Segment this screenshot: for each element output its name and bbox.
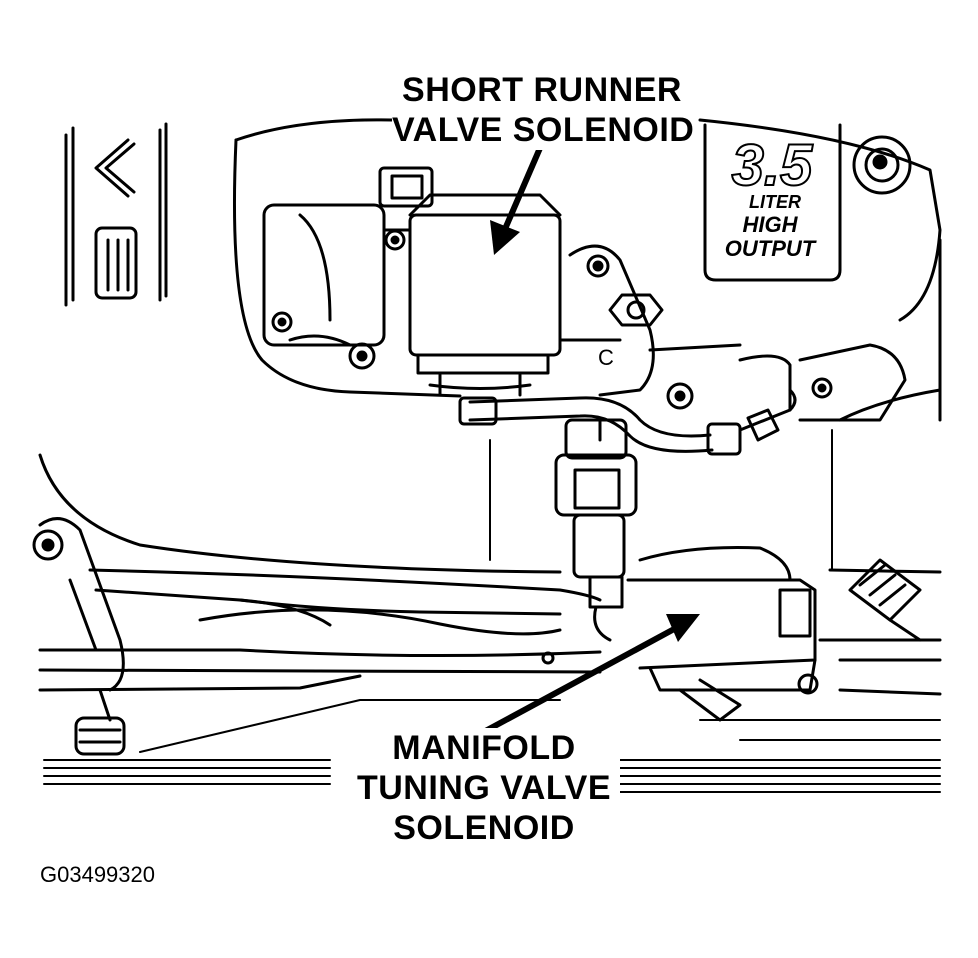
- arrow-pointer-icon: [476, 146, 700, 738]
- engine-badge: [703, 123, 842, 282]
- right-connector: [848, 558, 922, 642]
- svg-text:LITER: LITER: [749, 192, 801, 212]
- round-fitting: [852, 135, 912, 195]
- vacuum-tube: [458, 388, 797, 456]
- figure-id: G03499320: [40, 862, 155, 887]
- callout-line: MANIFOLD: [392, 729, 576, 767]
- svg-text:3.5: 3.5: [732, 133, 813, 198]
- lower-manifold: [38, 453, 942, 696]
- callout-line: VALVE SOLENOID: [392, 111, 695, 149]
- plenum-right-ribs: [648, 343, 907, 422]
- bolt-icon: [32, 229, 833, 695]
- mount-bracket: C: [558, 244, 655, 397]
- short-runner-solenoid-body: [262, 166, 562, 397]
- badge-text: 3.5 LITER HIGH OUTPUT: [725, 132, 817, 261]
- manifold-tuning-callout: MANIFOLD TUNING VALVE SOLENOID: [348, 728, 620, 848]
- base-lines: [43, 699, 941, 793]
- callout-line: SOLENOID: [393, 809, 575, 847]
- svg-text:HIGH: HIGH: [743, 212, 799, 237]
- left-link-arm: [38, 517, 126, 756]
- emblem-strip: [64, 122, 168, 307]
- intake-plenum: [232, 118, 942, 422]
- connector-icon: [554, 418, 638, 642]
- tuning-valve-housing: [626, 546, 817, 722]
- callout-line: SHORT RUNNER: [402, 71, 682, 109]
- short-runner-callout: SHORT RUNNER VALVE SOLENOID: [392, 70, 695, 150]
- callout-line: TUNING VALVE: [356, 769, 612, 807]
- svg-text:C: C: [598, 345, 614, 370]
- svg-text:OUTPUT: OUTPUT: [725, 236, 817, 261]
